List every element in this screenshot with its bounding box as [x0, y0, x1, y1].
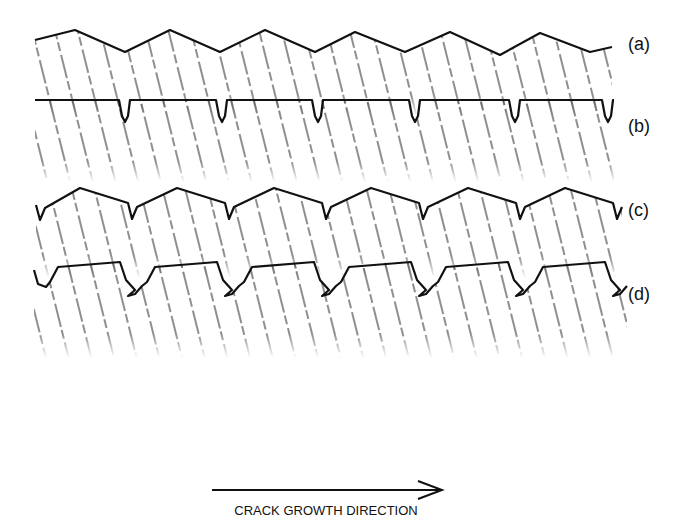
- profile-label: (d): [628, 284, 650, 305]
- profile-label: (a): [628, 34, 650, 55]
- profile-b: [35, 100, 614, 122]
- hatched-material: [35, 100, 614, 182]
- profile-a: [35, 30, 612, 55]
- growth-arrow: [212, 481, 442, 499]
- profile-d: [34, 262, 627, 296]
- profile-label: (c): [628, 200, 649, 221]
- profile-c: [36, 188, 622, 220]
- hatched-material: [36, 188, 622, 278]
- direction-label: CRACK GROWTH DIRECTION: [234, 503, 417, 518]
- hatched-material: [34, 262, 627, 358]
- profile-label: (b): [628, 116, 650, 137]
